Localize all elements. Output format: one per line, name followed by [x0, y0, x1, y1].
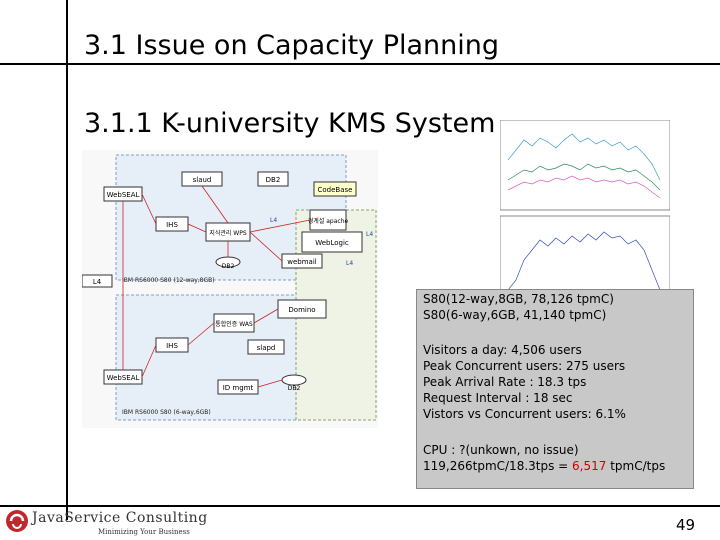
svg-text:DB2: DB2: [288, 385, 301, 392]
node-domino: Domino: [277, 299, 327, 319]
slide-title: 3.1 Issue on Capacity Planning: [84, 30, 500, 61]
label-l4-mid2: L4: [346, 260, 353, 267]
node-code-base: CodeBase: [313, 181, 357, 197]
company-tagline: Minimizing Your Business: [98, 528, 190, 536]
label-server-top: IBM RS6000 S80 (12-way,8GB): [122, 277, 215, 284]
footer-rule: [0, 505, 720, 507]
architecture-diagram: WebSEAL IHS slaud DB2 CodeBase 지식관리 WPS …: [82, 150, 378, 428]
node-l4-left: L4: [82, 274, 113, 288]
svg-text:webmail: webmail: [287, 258, 317, 266]
tpmc-result-value: 6,517: [572, 459, 607, 473]
label-l4-right: L4: [366, 231, 373, 238]
svg-text:ID mgmt: ID mgmt: [223, 384, 254, 392]
left-vertical-rule: [66, 0, 68, 520]
node-ihs-top: IHS: [155, 216, 189, 232]
node-was-bottom: 통합인증 WAS: [213, 313, 255, 333]
node-web-seal-bottom: WebSEAL: [103, 369, 143, 385]
svg-text:지식관리 WPS: 지식관리 WPS: [209, 229, 247, 237]
performance-charts: [500, 120, 670, 300]
svg-text:DB2: DB2: [266, 176, 281, 184]
node-slapd: slapd: [247, 339, 285, 355]
info-line-visitors: Visitors a day: 4,506 users: [423, 343, 582, 357]
chart-bottom-frame: [500, 215, 670, 300]
info-line-cpu: CPU : ?(unkown, no issue): [423, 443, 579, 457]
node-apache: 경계설 apache: [308, 209, 349, 231]
svg-text:통합인증 WAS: 통합인증 WAS: [215, 320, 253, 328]
node-id-mgmt: ID mgmt: [217, 379, 259, 395]
company-logo-icon: [6, 510, 28, 532]
title-underline: [0, 63, 720, 65]
svg-text:IHS: IHS: [166, 342, 178, 350]
svg-text:IHS: IHS: [166, 221, 178, 229]
svg-text:WebLogic: WebLogic: [315, 239, 349, 247]
svg-text:WebSEAL: WebSEAL: [107, 191, 140, 199]
node-weblogic: WebLogic: [301, 231, 363, 253]
node-ldap: slaud: [181, 171, 223, 187]
svg-text:Domino: Domino: [288, 306, 315, 314]
node-web-seal-top: WebSEAL: [103, 186, 143, 202]
info-line-s80-6way: S80(6-way,6GB, 41,140 tpmC): [423, 308, 607, 322]
info-line-visitors-ratio: Vistors vs Concurrent users: 6.1%: [423, 407, 626, 421]
tpmc-unit: tpmC/tps: [606, 459, 666, 473]
svg-text:DB2: DB2: [222, 263, 235, 270]
company-name: JavaService Consulting: [32, 510, 208, 526]
info-line-peak-arrival: Peak Arrival Rate : 18.3 tps: [423, 375, 587, 389]
chart-bottom-line: [507, 231, 661, 291]
capacity-info-box: S80(12-way,8GB, 78,126 tpmC) S80(6-way,6…: [416, 289, 694, 489]
svg-text:L4: L4: [93, 278, 102, 286]
node-ihs-bottom: IHS: [155, 337, 189, 353]
svg-text:slapd: slapd: [257, 344, 276, 352]
label-l4-mid1: L4: [270, 217, 277, 224]
info-line-peak-concurrent: Peak Concurrent users: 275 users: [423, 359, 626, 373]
svg-text:CodeBase: CodeBase: [318, 186, 353, 194]
chart-top-frame: [500, 120, 670, 211]
svg-text:WebSEAL: WebSEAL: [107, 374, 140, 382]
node-db2-top: DB2: [257, 171, 289, 187]
svg-text:경계설 apache: 경계설 apache: [308, 217, 349, 225]
connection-lines: [122, 185, 311, 388]
slide-subtitle: 3.1.1 K-university KMS System: [84, 108, 496, 139]
node-webmail: webmail: [281, 253, 323, 269]
info-line-tpmc-per-tps: 119,266tpmC/18.3tps = 6,517 tpmC/tps: [423, 459, 665, 474]
label-server-bottom: IBM RS6000 S80 (6-way,6GB): [122, 409, 211, 416]
tpmc-formula: 119,266tpmC/18.3tps =: [423, 459, 573, 473]
node-was-top: 지식관리 WPS: [205, 222, 251, 242]
chart-top-lines: [507, 133, 661, 199]
info-line-s80-12way: S80(12-way,8GB, 78,126 tpmC): [423, 292, 614, 306]
info-line-request-interval: Request Interval : 18 sec: [423, 391, 573, 405]
page-number: 49: [676, 516, 696, 534]
svg-text:slaud: slaud: [193, 176, 212, 184]
